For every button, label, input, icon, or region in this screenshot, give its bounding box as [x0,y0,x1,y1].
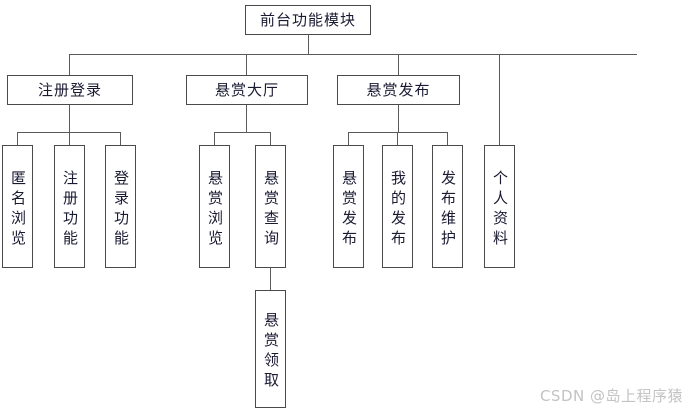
node-group-bounty-hall[interactable]: 悬赏大厅 [186,75,308,105]
connector-group-2-child-2 [270,132,271,145]
connector-group-1-stem [69,105,70,132]
node-leaf-publish-maintenance[interactable]: 发布维护 [432,145,463,268]
node-leaf-bounty-claim[interactable]: 悬赏领取 [255,290,286,408]
connector-group-2-stem [246,105,247,132]
connector-group-3-bus [348,132,448,133]
node-leaf-my-publications[interactable]: 我的发布 [382,145,413,268]
connector-group-3-stem [398,105,399,132]
connector-drop-group-3 [398,54,399,75]
connector-bounty-query-to-claim [270,268,271,290]
watermark-csdn: CSDN @岛上程序猿 [539,387,683,405]
connector-drop-group-1 [69,54,70,75]
connector-drop-group-2 [246,54,247,75]
node-leaf-register-function[interactable]: 注册功能 [54,145,85,268]
connector-group-2-bus [214,132,271,133]
connector-root-stem [308,35,309,54]
node-group-register-login[interactable]: 注册登录 [7,75,133,105]
connector-group-3-child-2 [397,132,398,145]
node-leaf-bounty-browse[interactable]: 悬赏浏览 [199,145,230,268]
node-leaf-anonymous-browse[interactable]: 匿名浏览 [2,145,33,268]
node-leaf-login-function[interactable]: 登录功能 [105,145,136,268]
connector-main-bus [69,54,637,55]
connector-group-2-child-1 [214,132,215,145]
connector-group-1-child-2 [69,132,70,145]
node-root-front-end-module[interactable]: 前台功能模块 [245,5,371,35]
node-leaf-personal-profile[interactable]: 个人资料 [484,145,515,268]
connector-group-1-child-1 [17,132,18,145]
connector-group-3-child-1 [348,132,349,145]
node-leaf-bounty-publish[interactable]: 悬赏发布 [333,145,364,268]
connector-group-1-child-3 [120,132,121,145]
connector-group-3-child-3 [447,132,448,145]
node-group-bounty-publish[interactable]: 悬赏发布 [337,75,460,105]
connector-drop-standalone-1 [499,54,500,145]
node-leaf-bounty-query[interactable]: 悬赏查询 [255,145,286,268]
connector-group-1-bus [17,132,120,133]
